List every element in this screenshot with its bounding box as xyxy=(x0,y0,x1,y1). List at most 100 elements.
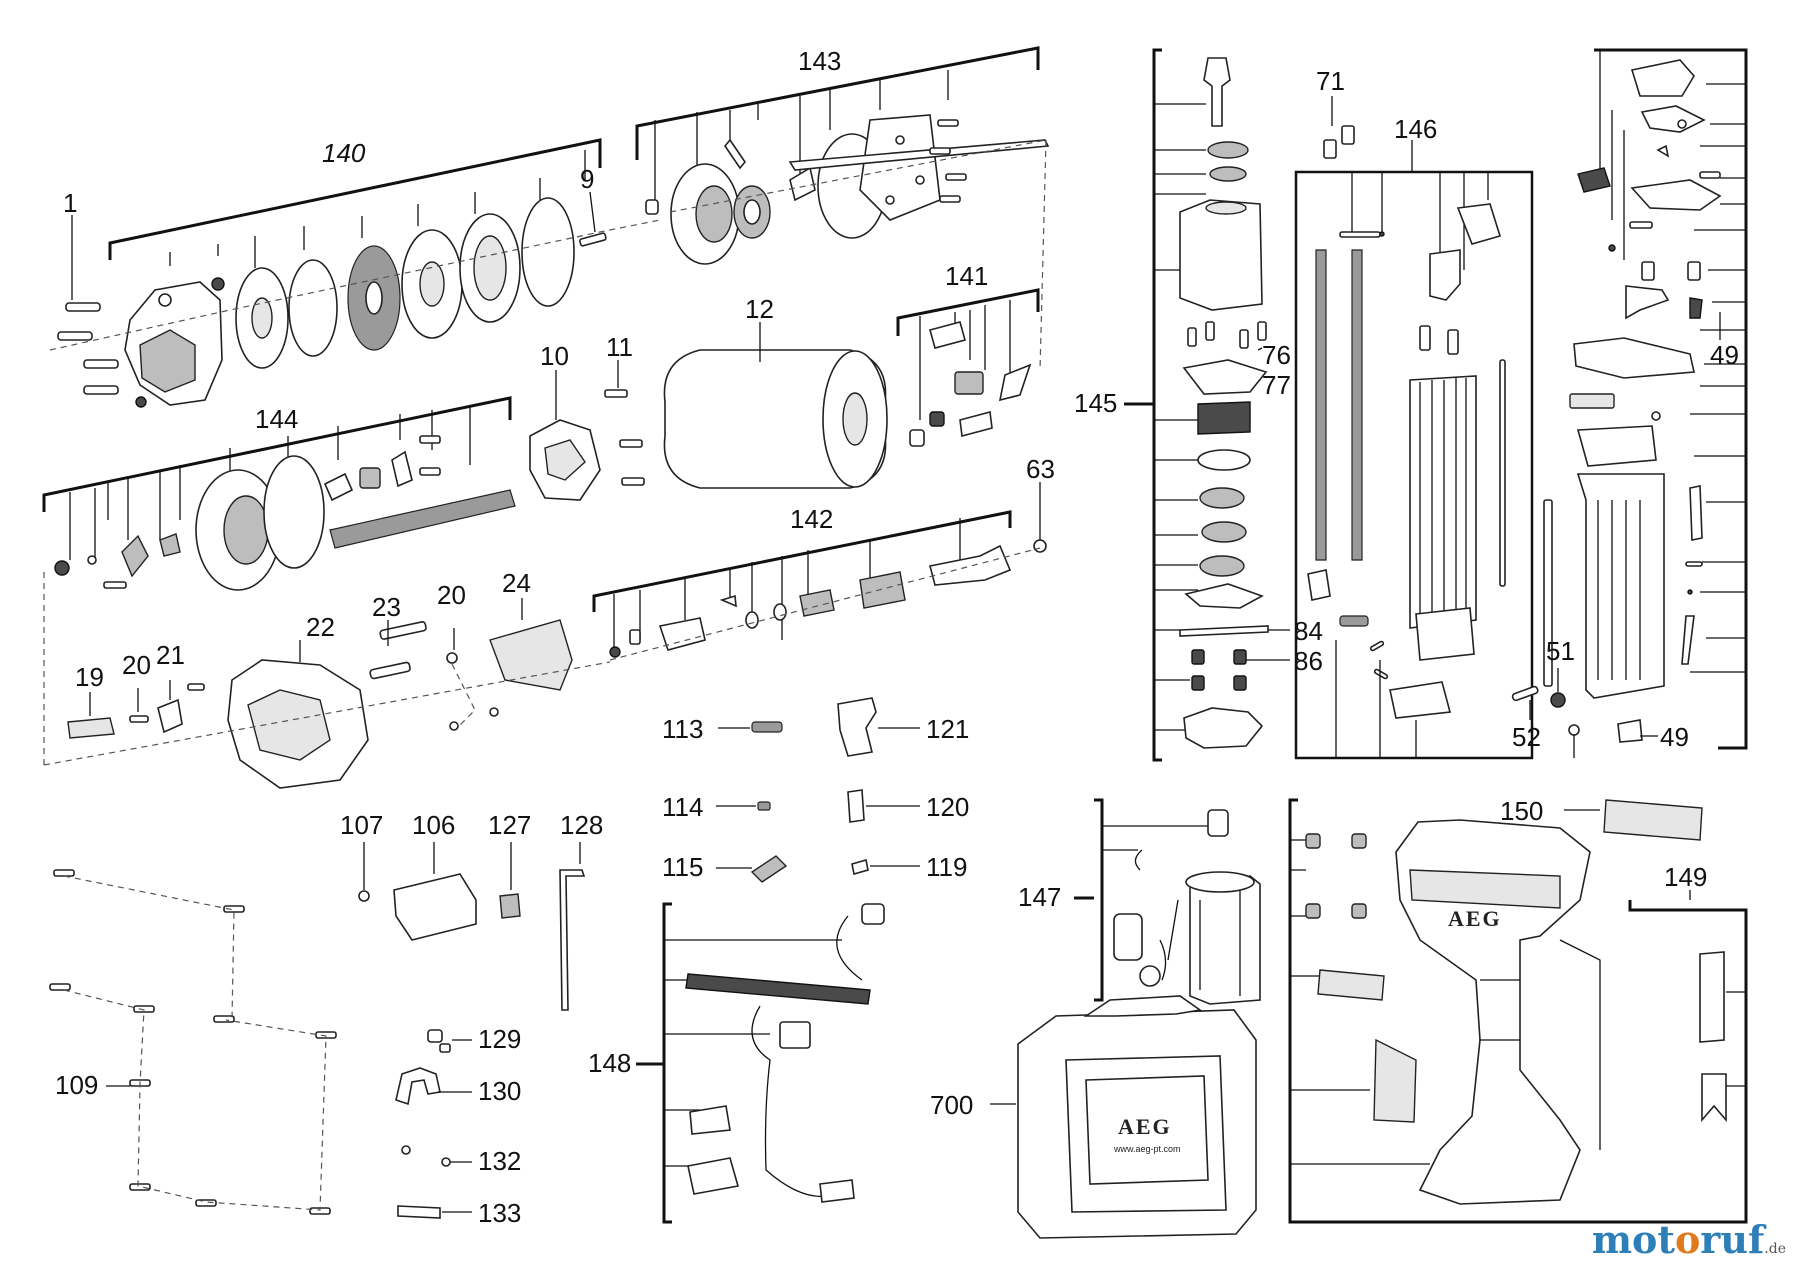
label-129: 129 xyxy=(478,1024,521,1054)
motor-body xyxy=(1189,875,1261,1005)
link-133: 133 xyxy=(397,1198,521,1228)
motor-pinion xyxy=(1207,809,1229,837)
label-150: 150 xyxy=(1500,796,1543,826)
assembly-142: 142 xyxy=(592,504,1041,661)
label-22: 22 xyxy=(306,612,335,642)
watermark-tld: .de xyxy=(1764,1241,1786,1257)
magazine-guide xyxy=(1576,473,1665,699)
assembly-146: 146 52 xyxy=(1294,114,1541,760)
screws-1 xyxy=(57,215,119,395)
label-24: 24 xyxy=(502,568,531,598)
assembly-150: 150 xyxy=(1500,796,1703,841)
watermark-part1: mot xyxy=(1591,1217,1675,1262)
label-77: 77 xyxy=(1262,370,1291,400)
magazine-rail xyxy=(1409,375,1477,629)
part-19: 19 xyxy=(67,662,115,739)
assembly-147: 147 xyxy=(1018,798,1261,1005)
label-144: 144 xyxy=(255,404,298,434)
part-71: 71 xyxy=(1316,66,1355,159)
part-22: 22 xyxy=(227,612,369,789)
spring-right xyxy=(1351,249,1363,561)
label-113: 113 xyxy=(662,714,703,744)
label-63: 63 xyxy=(1026,454,1055,484)
label-10: 10 xyxy=(540,341,569,371)
part-63: 63 xyxy=(1026,454,1055,553)
label-128: 128 xyxy=(560,810,603,840)
label-130: 130 xyxy=(478,1076,521,1106)
label-143: 143 xyxy=(798,46,841,76)
case-url: www.aeg-pt.com xyxy=(1113,1144,1181,1154)
base-ring xyxy=(1183,707,1264,749)
label-149: 149 xyxy=(1664,862,1707,892)
carry-case-700: AEG www.aeg-pt.com 700 xyxy=(930,995,1257,1239)
label-140: 140 xyxy=(322,138,366,168)
label-132: 132 xyxy=(478,1146,521,1176)
label-12: 12 xyxy=(745,294,774,324)
screw-head xyxy=(211,277,225,291)
screws-143 xyxy=(929,119,967,203)
label-133: 133 xyxy=(478,1198,521,1228)
assembly-148: 148 xyxy=(588,902,885,1224)
part-23: 23 xyxy=(369,592,427,680)
part-132: 132 xyxy=(401,1145,521,1176)
part-20-upper: 20 xyxy=(437,580,499,731)
part-115: 115 xyxy=(662,852,788,883)
grip-121: 121 xyxy=(837,697,969,757)
right-column-parts: 49 51 49 xyxy=(1543,48,1748,758)
label-49-bottom: 49 xyxy=(1660,722,1689,752)
screw-9 xyxy=(579,232,607,247)
label-1: 1 xyxy=(63,188,77,218)
part-114: 114 xyxy=(662,792,771,822)
switch-board xyxy=(685,973,871,1005)
label-121: 121 xyxy=(926,714,969,744)
part-106: 106 xyxy=(393,810,477,941)
screw-set-109: 109 xyxy=(49,869,337,1215)
label-9: 9 xyxy=(580,164,594,194)
label-23: 23 xyxy=(372,592,401,622)
label-20-lower: 20 xyxy=(122,650,151,680)
label-109: 109 xyxy=(55,1070,98,1100)
label-20-upper: 20 xyxy=(437,580,466,610)
label-114: 114 xyxy=(662,792,703,822)
spring-113: 113 xyxy=(662,714,783,744)
assembly-140: 140 1 9 xyxy=(49,138,661,408)
watermark-part2: o xyxy=(1674,1217,1701,1262)
part-20-lower: 20 xyxy=(122,650,151,723)
label-119: 119 xyxy=(926,852,967,882)
label-49-top: 49 xyxy=(1710,340,1739,370)
seal-ring xyxy=(263,455,325,569)
part-107: 107 xyxy=(340,810,383,902)
part-127: 127 xyxy=(488,810,531,919)
shaft xyxy=(1203,57,1231,127)
assembly-143: 143 xyxy=(635,46,1050,371)
label-120: 120 xyxy=(926,792,969,822)
label-127: 127 xyxy=(488,810,531,840)
label-145: 145 xyxy=(1074,388,1117,418)
label-141: 141 xyxy=(945,261,988,291)
label-76: 76 xyxy=(1262,340,1291,370)
label-700: 700 xyxy=(930,1090,973,1120)
part-10: 10 xyxy=(529,341,601,501)
slide-plate xyxy=(1573,337,1695,379)
disc-b xyxy=(288,259,338,357)
label-148: 148 xyxy=(588,1048,631,1078)
housing-brand: AEG xyxy=(1448,906,1502,931)
label-106: 106 xyxy=(412,810,455,840)
label-142: 142 xyxy=(790,504,833,534)
gear-housing xyxy=(1179,199,1263,311)
part-129: 129 xyxy=(427,1024,521,1054)
label-21: 21 xyxy=(156,640,185,670)
housing-box: 149 AEG xyxy=(1288,798,1748,1224)
case-brand: AEG xyxy=(1118,1114,1172,1139)
label-19: 19 xyxy=(75,662,104,692)
label-107: 107 xyxy=(340,810,383,840)
label-147: 147 xyxy=(1018,882,1061,912)
o-ring xyxy=(521,197,575,307)
label-86: 86 xyxy=(1294,646,1323,676)
assembly-141: 141 xyxy=(896,261,1040,447)
label-52: 52 xyxy=(1512,722,1541,752)
part-119: 119 xyxy=(851,852,967,882)
part-21: 21 xyxy=(156,640,205,734)
label-146: 146 xyxy=(1394,114,1437,144)
label-11: 11 xyxy=(606,332,633,362)
